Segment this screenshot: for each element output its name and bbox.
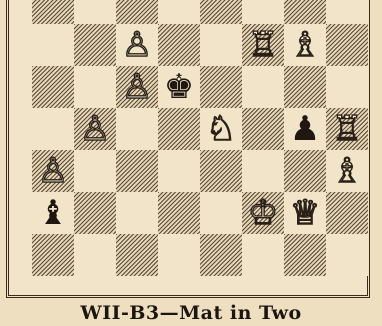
board-square xyxy=(200,234,242,276)
board-square xyxy=(200,150,242,192)
board-square xyxy=(158,150,200,192)
board-square xyxy=(326,234,368,276)
board-square xyxy=(158,24,200,66)
board-square: ♙ xyxy=(116,24,158,66)
board-square xyxy=(326,192,368,234)
board-square xyxy=(116,108,158,150)
board-square: ♟ xyxy=(284,108,326,150)
board-square xyxy=(32,108,74,150)
board-square xyxy=(32,66,74,108)
board-square xyxy=(116,192,158,234)
board-square: ♖ xyxy=(242,24,284,66)
board-square xyxy=(158,0,200,24)
board-square xyxy=(200,192,242,234)
board-square xyxy=(242,0,284,24)
black-bishop-icon: ♝ xyxy=(32,192,74,234)
white-queen-icon: ♕ xyxy=(284,192,326,234)
board-square xyxy=(116,150,158,192)
board-square xyxy=(284,150,326,192)
board-square xyxy=(158,192,200,234)
board-square xyxy=(326,66,368,108)
board-square xyxy=(74,150,116,192)
board-square xyxy=(74,66,116,108)
white-rook-icon: ♖ xyxy=(242,24,284,66)
board-square: ♗ xyxy=(284,24,326,66)
board-square xyxy=(74,24,116,66)
board-square xyxy=(200,24,242,66)
board-square xyxy=(242,66,284,108)
board-square xyxy=(158,108,200,150)
board-square xyxy=(200,0,242,24)
black-pawn-icon: ♟ xyxy=(284,108,326,150)
white-pawn-icon: ♙ xyxy=(116,66,158,108)
board-square xyxy=(284,234,326,276)
board-square xyxy=(158,234,200,276)
white-king-icon: ♔ xyxy=(242,192,284,234)
white-pawn-icon: ♙ xyxy=(32,150,74,192)
board-square xyxy=(242,108,284,150)
board-square xyxy=(284,66,326,108)
board-square: ♙ xyxy=(116,66,158,108)
board-square xyxy=(116,234,158,276)
board-square: ♖ xyxy=(326,108,368,150)
board-square xyxy=(242,234,284,276)
board-square: ♙ xyxy=(74,108,116,150)
board-square: ♘ xyxy=(200,108,242,150)
chess-board: ♙♖♗♙♚♙♘♟♖♙♗♝♔♕ xyxy=(32,0,368,276)
white-pawn-icon: ♙ xyxy=(74,108,116,150)
board-square xyxy=(74,192,116,234)
white-rook-icon: ♖ xyxy=(326,108,368,150)
board-square xyxy=(74,234,116,276)
board-square: ♚ xyxy=(158,66,200,108)
board-square: ♙ xyxy=(32,150,74,192)
board-square: ♕ xyxy=(284,192,326,234)
board-square xyxy=(326,24,368,66)
black-king-icon: ♚ xyxy=(158,66,200,108)
board-square xyxy=(242,150,284,192)
board-square xyxy=(284,0,326,24)
board-square xyxy=(32,24,74,66)
white-bishop-icon: ♗ xyxy=(284,24,326,66)
white-bishop-icon: ♗ xyxy=(326,150,368,192)
puzzle-caption: WII-B3—Mat in Two xyxy=(0,302,382,324)
board-square: ♔ xyxy=(242,192,284,234)
board-square xyxy=(32,0,74,24)
board-square: ♗ xyxy=(326,150,368,192)
board-frame: ♙♖♗♙♚♙♘♟♖♙♗♝♔♕ xyxy=(6,0,370,298)
board-square xyxy=(32,234,74,276)
white-pawn-icon: ♙ xyxy=(116,24,158,66)
board-square xyxy=(116,0,158,24)
board-square: ♝ xyxy=(32,192,74,234)
board-square xyxy=(74,0,116,24)
board-square xyxy=(326,0,368,24)
board-square xyxy=(200,66,242,108)
white-knight-icon: ♘ xyxy=(200,108,242,150)
